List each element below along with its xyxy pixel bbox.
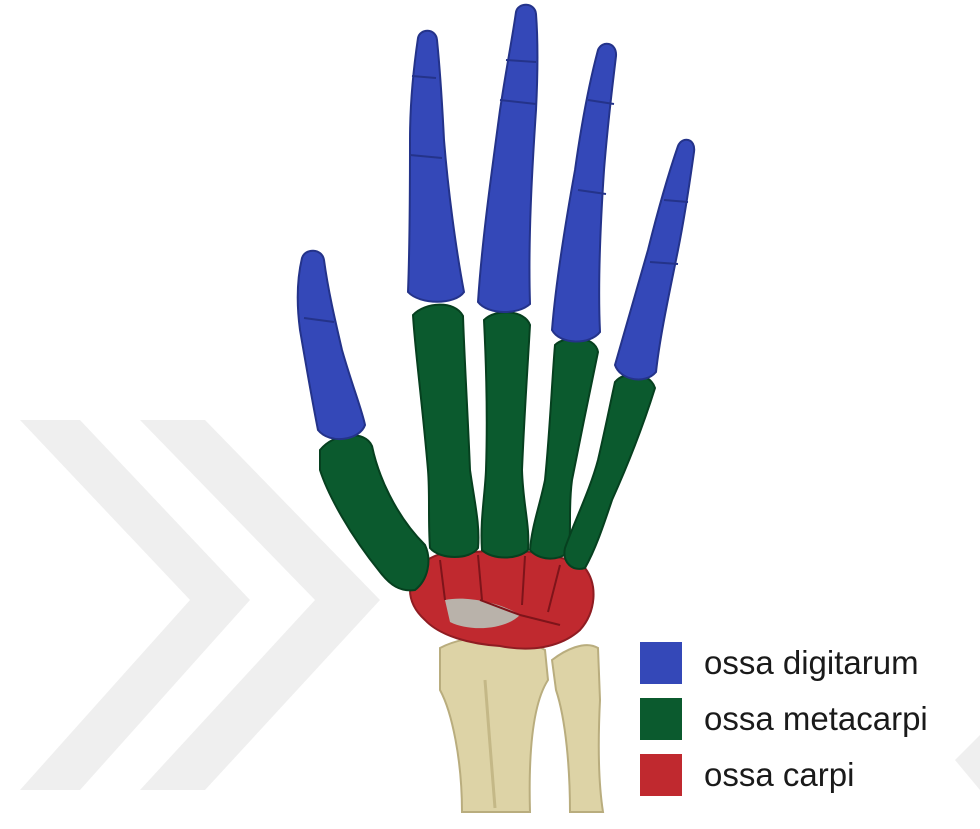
metacarpal-middle <box>482 312 530 557</box>
ulna-bone <box>552 645 603 812</box>
phalanx-middle <box>478 5 538 312</box>
forearm-bones <box>440 637 603 812</box>
legend-label-carpi: ossa carpi <box>704 756 854 794</box>
ossa-carpi-group <box>410 551 594 649</box>
legend-swatch-metacarpi <box>640 698 682 740</box>
legend: ossa digitarum ossa metacarpi ossa carpi <box>640 636 970 804</box>
ossa-metacarpi-group <box>320 305 655 591</box>
legend-item-metacarpi: ossa metacarpi <box>640 692 970 746</box>
legend-label-metacarpi: ossa metacarpi <box>704 700 928 738</box>
phalanx-ring <box>552 44 616 342</box>
legend-item-digitarum: ossa digitarum <box>640 636 970 690</box>
legend-item-carpi: ossa carpi <box>640 748 970 802</box>
phalanx-index <box>408 31 464 302</box>
legend-swatch-digitarum <box>640 642 682 684</box>
metacarpal-index <box>413 305 478 557</box>
phalanx-little <box>615 140 694 380</box>
phalanx-thumb <box>298 251 365 439</box>
legend-label-digitarum: ossa digitarum <box>704 644 919 682</box>
legend-swatch-carpi <box>640 754 682 796</box>
carpal-block <box>410 551 594 649</box>
